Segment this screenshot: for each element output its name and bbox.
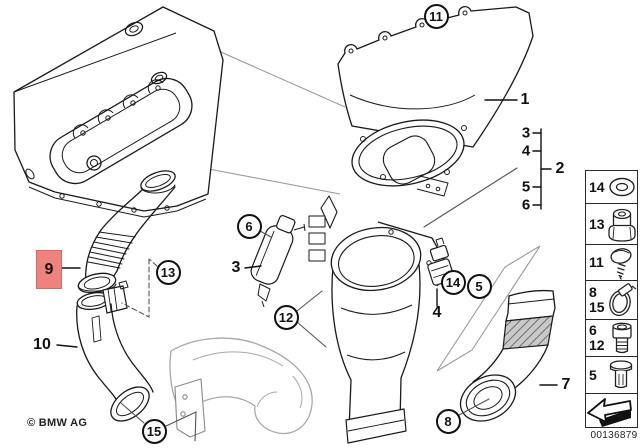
legend-row-14[interactable]: 14: [586, 171, 637, 204]
callout-circle-8[interactable]: 8: [435, 408, 461, 434]
leader-lines: [56, 99, 558, 442]
callout-circle-6[interactable]: 6: [236, 213, 262, 239]
bracket-label-4[interactable]: 4: [521, 142, 531, 160]
bracket-label-5[interactable]: 5: [521, 178, 531, 196]
intake-elbow-drawing: [77, 170, 176, 294]
callout-label-2[interactable]: 2: [555, 160, 565, 177]
fastener-legend: 14 13 11: [585, 170, 638, 428]
legend-row-direction[interactable]: [586, 394, 637, 429]
resonator-drawing: [169, 337, 313, 438]
valve-drawing: [250, 214, 306, 308]
legend-row-5[interactable]: 5: [586, 357, 637, 394]
callout-label-10[interactable]: 10: [33, 336, 51, 353]
image-number: 00136879: [590, 430, 638, 441]
bracket-label-6[interactable]: 6: [521, 196, 531, 214]
callout-circle-12[interactable]: 12: [273, 304, 299, 330]
callout-label-9-highlighted[interactable]: 9: [36, 250, 62, 289]
air-filter-housing-drawing: [13, 6, 224, 218]
callout-circle-5[interactable]: 5: [466, 273, 492, 299]
legend-row-6-12[interactable]: 6 12: [586, 320, 637, 357]
callout-circle-14[interactable]: 14: [440, 269, 466, 295]
callout-circle-15[interactable]: 15: [141, 418, 167, 444]
copyright-text: © BMW AG: [27, 417, 88, 429]
legend-row-11[interactable]: 11: [586, 245, 637, 281]
hose-clamp-icon: [609, 283, 637, 317]
callout-circle-13[interactable]: 13: [155, 259, 181, 285]
callout-label-4[interactable]: 4: [432, 304, 442, 321]
intake-pipe-drawing: [76, 280, 154, 422]
callout-label-3[interactable]: 3: [231, 259, 241, 276]
muffler-top-drawing: [337, 6, 534, 197]
rubber-mount-icon: [608, 208, 636, 242]
tapping-screw-icon: [610, 248, 632, 280]
intake-duct-drawing: [459, 289, 556, 422]
direction-arrow-icon: [587, 398, 632, 427]
callout-circle-11[interactable]: 11: [423, 3, 449, 29]
hex-socket-bolt-icon: [612, 322, 632, 354]
grommet-icon: [609, 177, 635, 197]
legend-row-8-15[interactable]: 8 15: [586, 281, 637, 320]
callout-label-1[interactable]: 1: [520, 91, 530, 108]
legend-row-13[interactable]: 13: [586, 204, 637, 245]
callout-label-7[interactable]: 7: [561, 376, 571, 393]
bracket-label-3[interactable]: 3: [521, 124, 531, 142]
shoulder-screw-icon: [609, 360, 633, 389]
silencer-bottom-drawing: [308, 195, 449, 444]
